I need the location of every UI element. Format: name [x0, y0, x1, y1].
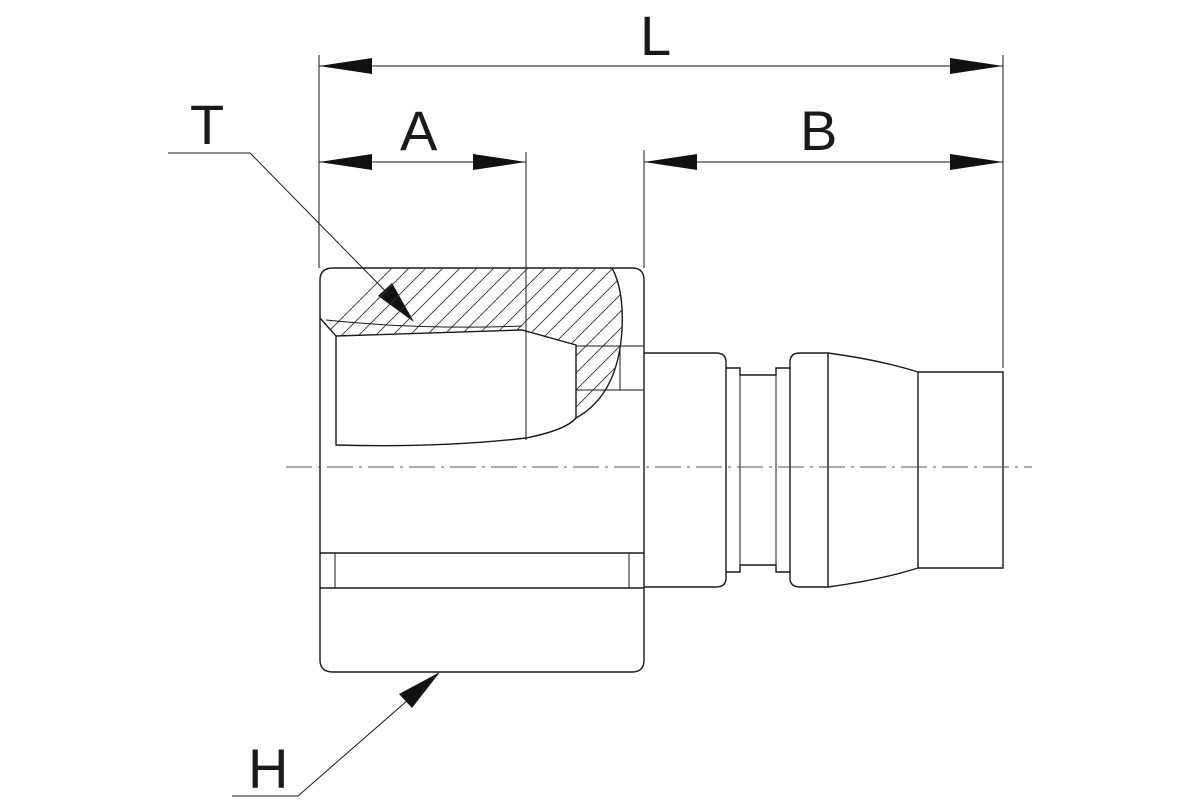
plug-taper [827, 352, 919, 588]
leader-h: H [232, 672, 440, 800]
section-right-curve [575, 267, 623, 419]
dimension-l: L [318, 4, 1004, 368]
arrowhead-b-right [950, 154, 1003, 170]
hatching [320, 260, 944, 460]
hatch-line [320, 268, 503, 418]
plug-collar [789, 352, 829, 588]
arrowhead-l-right [950, 58, 1003, 74]
hatch-line [320, 268, 418, 418]
hatch-line [352, 268, 554, 418]
leader-line-t [168, 152, 401, 307]
hatch-line [369, 268, 571, 418]
section-cut [319, 260, 944, 460]
hatch-line [320, 268, 469, 418]
plug-body [644, 352, 1004, 588]
arrowhead-t [378, 283, 414, 322]
plug-groove [726, 367, 790, 573]
arrowhead-l-left [319, 58, 372, 74]
dimension-a: A [319, 99, 527, 440]
hatch-line [693, 260, 893, 460]
thread-line [325, 319, 523, 328]
hatch-line [744, 260, 944, 460]
hatch-line [320, 268, 520, 418]
label-b: B [800, 99, 837, 162]
hatch-line [320, 268, 452, 418]
hatch-line [659, 260, 859, 460]
hatch-line [488, 268, 623, 418]
hatch-line [320, 268, 435, 418]
hatch-line [522, 268, 623, 418]
hatch-line [471, 268, 623, 418]
hatch-line [607, 268, 623, 418]
arrowhead-a-left [319, 154, 372, 170]
hatch-line [320, 268, 401, 418]
hatch-line [727, 260, 927, 460]
leader-line-h [232, 685, 425, 797]
hatch-line [539, 268, 623, 418]
label-t: T [190, 93, 224, 156]
section-outline [319, 317, 577, 418]
hatch-line [573, 268, 623, 418]
label-l: L [640, 4, 671, 67]
arrowhead-b-left [644, 154, 697, 170]
label-h: H [248, 737, 288, 800]
dimension-b: B [643, 99, 1003, 268]
hatch-line [505, 268, 623, 418]
plug-tip [918, 371, 1004, 569]
bore-outline [335, 336, 577, 447]
arrowhead-h [399, 672, 440, 708]
arrowhead-a-right [473, 154, 526, 170]
hex-body [319, 267, 645, 673]
hatch-line [420, 268, 622, 418]
hex-body-outline [319, 267, 645, 673]
plug-neck [644, 352, 727, 588]
hatch-line [590, 268, 623, 418]
hatch-line [335, 268, 537, 418]
hatch-line [437, 268, 623, 418]
leader-t: T [168, 93, 414, 322]
label-a: A [400, 99, 438, 162]
hatch-line [403, 268, 605, 418]
hatch-line [556, 268, 623, 418]
hatch-line [642, 260, 842, 460]
hatch-line [625, 260, 825, 460]
